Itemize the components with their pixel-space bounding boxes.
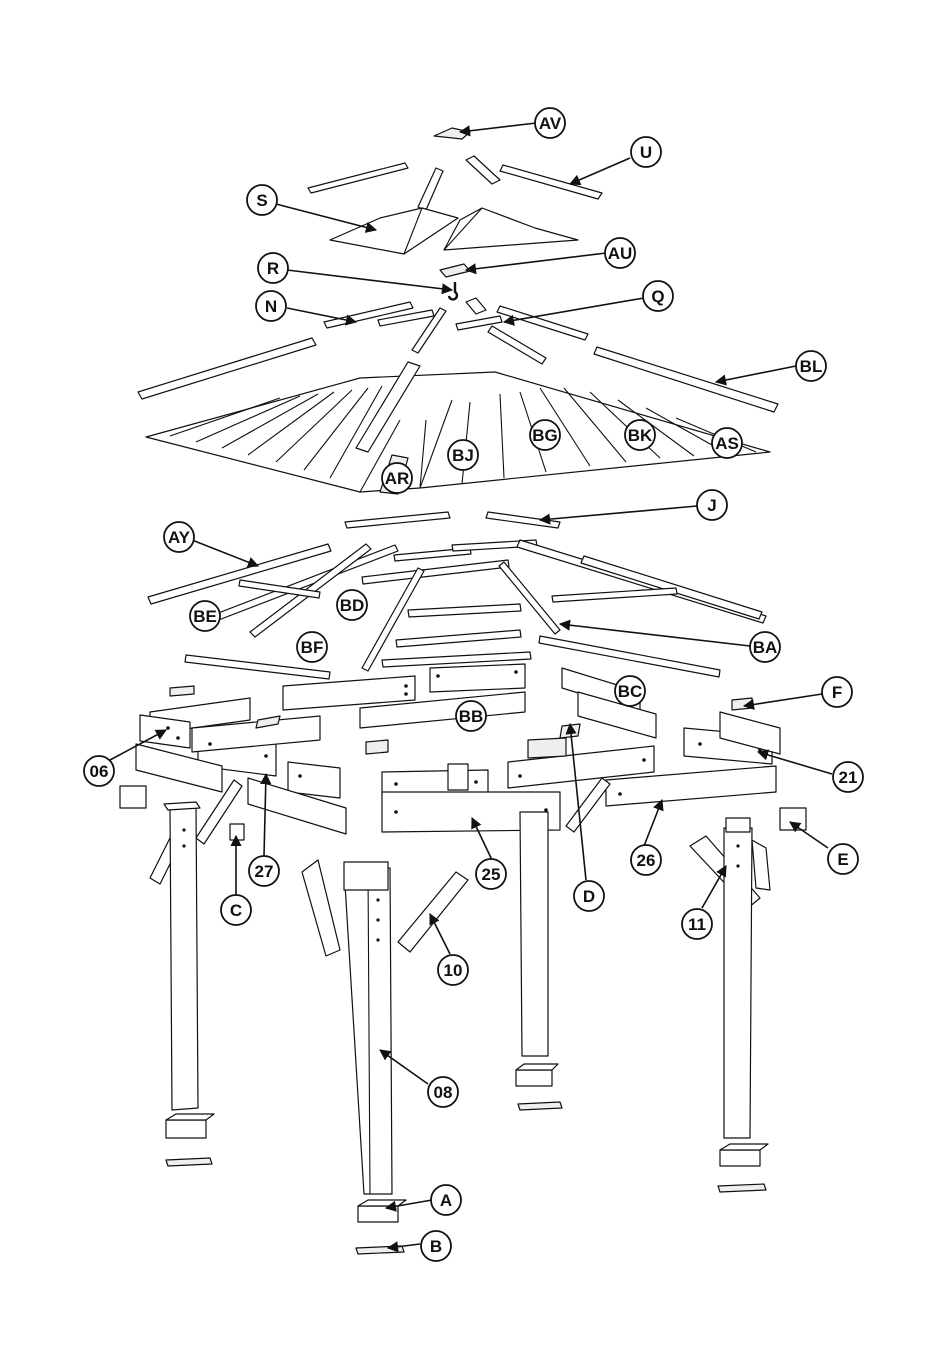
- callout-u: U: [631, 137, 661, 167]
- callout-c: C: [221, 895, 251, 925]
- callout-10: 10: [438, 955, 468, 985]
- callout-label: 27: [255, 862, 274, 881]
- callout-label: 10: [444, 961, 463, 980]
- callout-bl: BL: [796, 351, 826, 381]
- callout-label: AY: [168, 528, 191, 547]
- callout-f: F: [822, 677, 852, 707]
- callout-b: B: [421, 1231, 451, 1261]
- callout-r: R: [258, 253, 288, 283]
- callout-label: BL: [800, 357, 823, 376]
- callout-11: 11: [682, 909, 712, 939]
- anchor-plates: [166, 1102, 766, 1254]
- callout-label: S: [256, 191, 267, 210]
- header-beams: [136, 664, 780, 834]
- callout-label: E: [837, 850, 848, 869]
- callout-be: BE: [190, 601, 220, 631]
- callout-label: AR: [385, 469, 410, 488]
- callout-label: F: [832, 683, 842, 702]
- callout-au: AU: [605, 238, 635, 268]
- callout-label: AS: [715, 434, 739, 453]
- post-bases: [166, 1064, 768, 1222]
- callout-label: 11: [688, 915, 706, 934]
- callout-label: BD: [340, 596, 365, 615]
- callout-bg: BG: [530, 420, 560, 450]
- callout-label: C: [230, 901, 242, 920]
- hub-bracket: [440, 264, 470, 277]
- callout-label: BC: [618, 682, 643, 701]
- callout-label: BE: [193, 607, 217, 626]
- callout-d: D: [574, 881, 604, 911]
- callout-label: R: [267, 259, 279, 278]
- callout-ay: AY: [164, 522, 194, 552]
- callout-label: BB: [459, 707, 484, 726]
- callout-label: N: [265, 297, 277, 316]
- callout-label: BJ: [452, 446, 474, 465]
- callout-a: A: [431, 1185, 461, 1215]
- callout-bd: BD: [337, 590, 367, 620]
- roof-panels: [146, 362, 770, 494]
- callout-27: 27: [249, 856, 279, 886]
- top-cap-panels: [330, 208, 578, 254]
- callout-label: 21: [839, 768, 858, 787]
- callout-bj: BJ: [448, 440, 478, 470]
- callout-label: BG: [532, 426, 558, 445]
- callout-label: J: [707, 496, 716, 515]
- callout-label: B: [430, 1237, 442, 1256]
- callout-bk: BK: [625, 420, 655, 450]
- callout-label: 06: [90, 762, 109, 781]
- callout-bb: BB: [456, 701, 486, 731]
- hook-part: [449, 282, 457, 299]
- callout-label: 25: [482, 865, 501, 884]
- callout-label: 08: [434, 1083, 453, 1102]
- callout-label: U: [640, 143, 652, 162]
- callout-ar: AR: [382, 463, 412, 493]
- ridge-cap-strips: [308, 156, 602, 210]
- callout-label: Q: [651, 287, 664, 306]
- callout-s: S: [247, 185, 277, 215]
- callout-av: AV: [535, 108, 565, 138]
- callout-as: AS: [712, 428, 742, 458]
- roof-frame-rafters: [148, 512, 766, 679]
- callout-08: 08: [428, 1077, 458, 1107]
- callout-label: BF: [301, 638, 324, 657]
- callout-25: 25: [476, 859, 506, 889]
- callout-label: BA: [753, 638, 778, 657]
- callout-label: AV: [539, 114, 562, 133]
- callout-j: J: [697, 490, 727, 520]
- callout-06: 06: [84, 756, 114, 786]
- callout-ba: BA: [750, 632, 780, 662]
- callout-21: 21: [833, 762, 863, 792]
- callout-n: N: [256, 291, 286, 321]
- callout-label: D: [583, 887, 595, 906]
- callout-bc: BC: [615, 676, 645, 706]
- callout-bf: BF: [297, 632, 327, 662]
- callout-26: 26: [631, 845, 661, 875]
- callout-label: A: [440, 1191, 452, 1210]
- callout-label: 26: [637, 851, 656, 870]
- callout-label: AU: [608, 244, 633, 263]
- callout-label: BK: [628, 426, 653, 445]
- upper-ridge-bars: [324, 298, 588, 364]
- finial-cap-part: [434, 128, 470, 139]
- callout-q: Q: [643, 281, 673, 311]
- callout-e: E: [828, 844, 858, 874]
